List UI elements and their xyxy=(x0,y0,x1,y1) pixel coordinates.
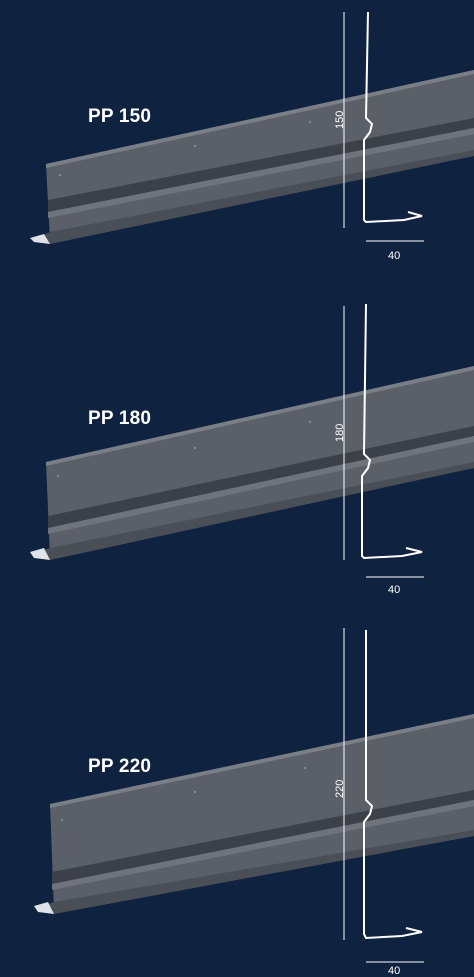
profile-product-image xyxy=(34,628,474,963)
profile-groove xyxy=(52,790,474,884)
profile-panel-pp180: PP 180 180 40 xyxy=(0,290,474,610)
height-label: 180 xyxy=(334,423,346,442)
width-label: 40 xyxy=(388,584,401,596)
profile-foot xyxy=(30,234,50,244)
profile-panel-pp150: PP 150 150 40 xyxy=(0,0,474,290)
profile-foot xyxy=(34,902,54,914)
height-label: 220 xyxy=(334,779,346,798)
profile-face xyxy=(46,366,474,556)
profile-groove xyxy=(48,118,474,212)
profile-title: PP 150 xyxy=(88,106,152,127)
profile-title: PP 220 xyxy=(88,756,152,777)
section-outline xyxy=(363,11,423,224)
profile-product-image xyxy=(30,303,474,578)
profile-face xyxy=(46,70,474,240)
profile-title: PP 180 xyxy=(88,408,152,429)
profile-panel-pp220: PP 220 220 40 xyxy=(0,610,474,977)
profile-foot xyxy=(30,548,50,560)
height-label: 150 xyxy=(334,110,346,129)
section-outline xyxy=(363,630,423,940)
profile-product-image xyxy=(30,11,474,244)
profile-groove xyxy=(48,426,474,528)
width-label: 40 xyxy=(388,250,401,262)
width-label: 40 xyxy=(388,965,401,977)
section-outline xyxy=(361,303,423,560)
